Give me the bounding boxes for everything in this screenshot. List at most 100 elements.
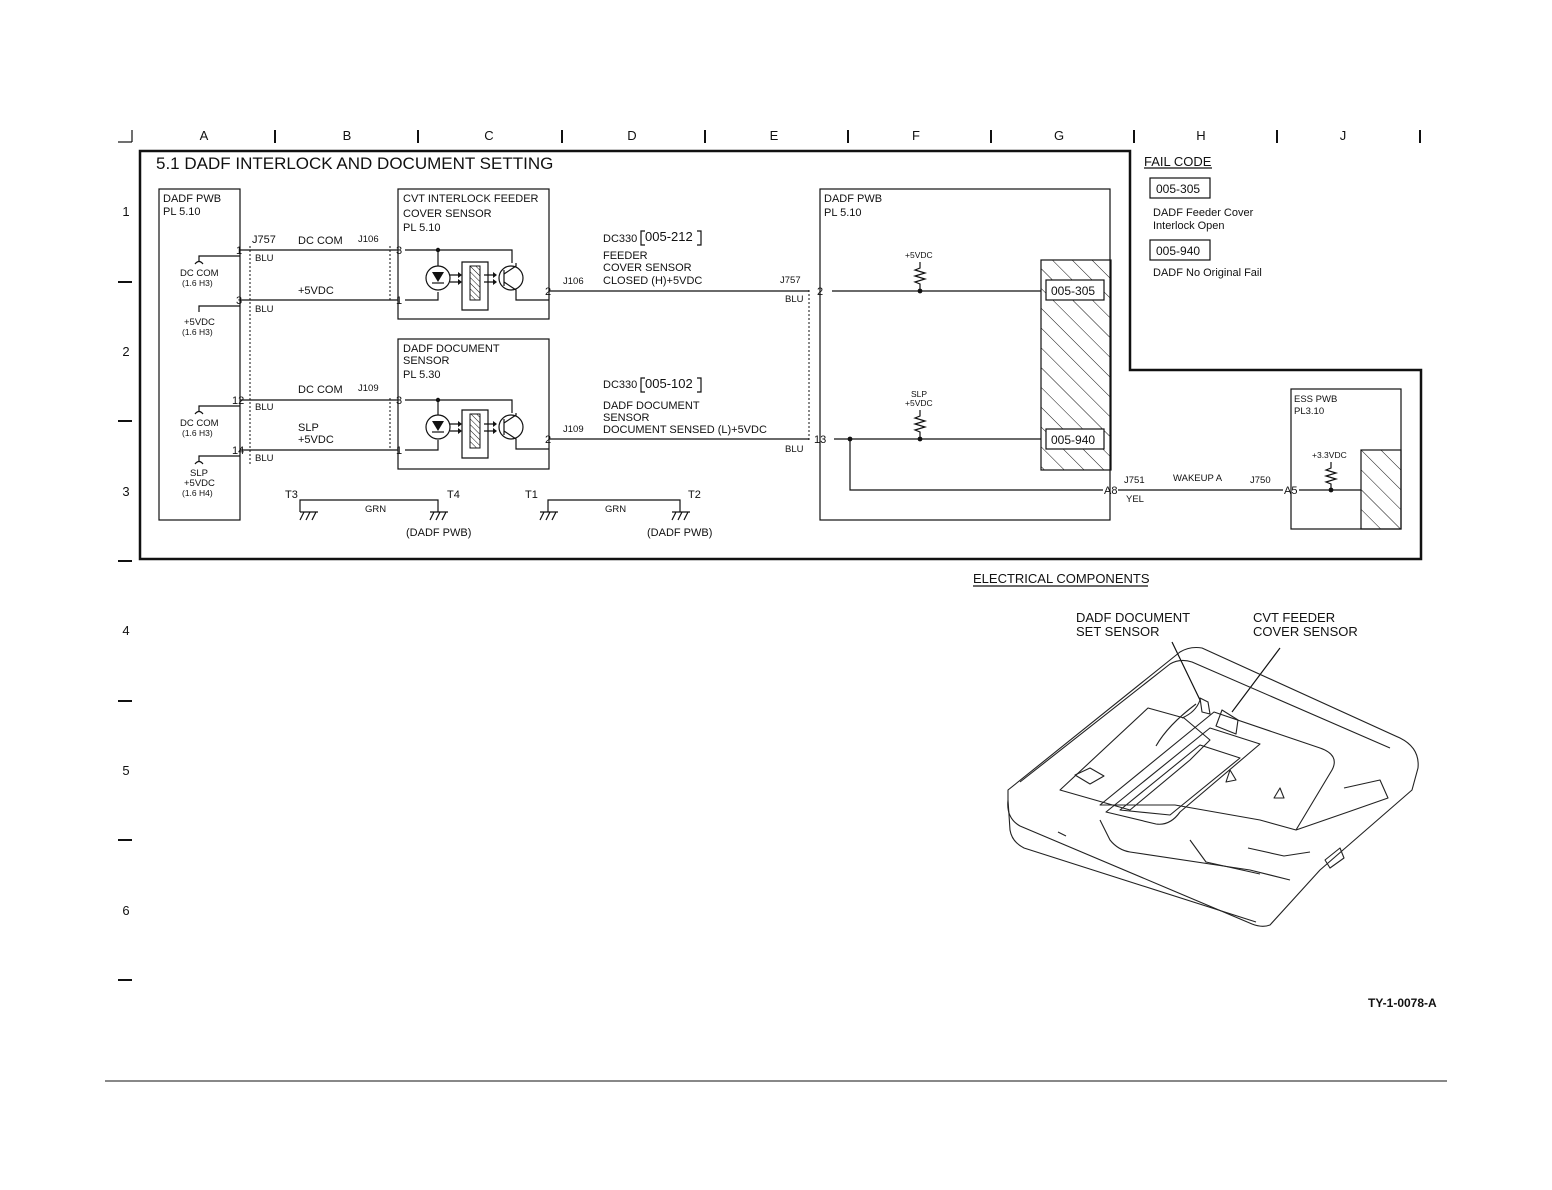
pin-number: 2 — [545, 286, 551, 298]
col-label: D — [627, 128, 636, 143]
col-label: F — [912, 128, 920, 143]
col-label: H — [1196, 128, 1205, 143]
signal-desc: DADF DOCUMENT — [603, 400, 700, 412]
ess-pwb: ESS PWB PL3.10 +3.3VDC — [1290, 388, 1402, 530]
fail-code-heading: FAIL CODE — [1144, 154, 1212, 169]
pin-number: 3 — [236, 295, 242, 307]
electrical-components: ELECTRICAL COMPONENTS DADF DOCUMENT SET … — [973, 571, 1358, 713]
sensor-name: CVT INTERLOCK FEEDER — [403, 193, 539, 205]
wire-color: GRN — [605, 504, 626, 515]
component-label: COVER SENSOR — [1253, 624, 1358, 639]
board-name: ESS PWB — [1294, 394, 1337, 405]
pin-number: 1 — [236, 245, 242, 257]
sensor-name: DADF DOCUMENT — [403, 343, 500, 355]
figure-id: TY-1-0078-A — [1368, 996, 1437, 1010]
connector-label: J106 — [358, 234, 379, 245]
pin-number: 13 — [814, 434, 826, 446]
signal-desc: SENSOR — [603, 412, 650, 424]
signal-desc: FEEDER — [603, 250, 648, 262]
signal-name: +5VDC — [184, 317, 215, 328]
col-label: G — [1054, 128, 1064, 143]
fail-code: 005-940 — [1156, 244, 1200, 258]
row-label: 3 — [122, 484, 129, 499]
component-label: SET SENSOR — [1076, 624, 1160, 639]
fail-code-desc: Interlock Open — [1153, 220, 1225, 232]
dadf-pwb-left: DADF PWB PL 5.10 1 3 12 14 DC COM (1.6 H… — [158, 188, 244, 521]
wakeup-line: J751 WAKEUP A J750 YEL A5 — [1118, 473, 1297, 505]
connector-label: J109 — [358, 383, 379, 394]
pin-number: 14 — [232, 445, 244, 457]
wire-signal: +5VDC — [298, 434, 334, 446]
sensor-name: SENSOR — [403, 355, 450, 367]
chain-code: 005-212 — [645, 229, 693, 244]
dadf-illustration — [1007, 646, 1419, 927]
fail-code-box: 005-940 — [1051, 433, 1095, 447]
wire-color: BLU — [785, 294, 804, 305]
pin-number: 3 — [396, 395, 402, 407]
sensor-name: COVER SENSOR — [403, 208, 492, 220]
signal-ref: (1.6 H3) — [182, 278, 213, 288]
signal-name: +5VDC — [184, 478, 215, 489]
connector-label: J757 — [252, 234, 276, 246]
signal-desc: CLOSED (H)+5VDC — [603, 275, 702, 287]
wire-signal: DC COM — [298, 384, 343, 396]
col-label: A — [200, 128, 209, 143]
wire-signal: SLP — [298, 422, 319, 434]
diagram-title: 5.1 DADF INTERLOCK AND DOCUMENT SETTING — [156, 154, 553, 173]
component-label: CVT FEEDER — [1253, 610, 1335, 625]
pullup-voltage: +5VDC — [905, 398, 933, 408]
board-pl: PL 5.10 — [163, 206, 201, 218]
ground-note: (DADF PWB) — [406, 527, 471, 539]
fail-code-desc: DADF No Original Fail — [1153, 267, 1262, 279]
wire-color: BLU — [785, 444, 804, 455]
signal-name: DC COM — [180, 268, 219, 279]
board-pl: PL 5.10 — [824, 207, 862, 219]
wire-color: BLU — [255, 402, 274, 413]
pin-number: 1 — [396, 445, 402, 457]
row-label: 2 — [122, 344, 129, 359]
terminal-label: T4 — [447, 489, 460, 501]
wire-color: BLU — [255, 304, 274, 315]
col-label: J — [1340, 128, 1347, 143]
row-label: 4 — [122, 623, 129, 638]
col-label: C — [484, 128, 493, 143]
pin-number: A8 — [1104, 485, 1117, 497]
pin-number: 1 — [396, 295, 402, 307]
signal-name: SLP — [190, 468, 208, 479]
row-label: 6 — [122, 903, 129, 918]
col-label: E — [770, 128, 779, 143]
terminal-label: T3 — [285, 489, 298, 501]
wire-color: BLU — [255, 253, 274, 264]
connector-label: J757 — [780, 275, 801, 286]
terminal-label: T2 — [688, 489, 701, 501]
board-name: DADF PWB — [824, 193, 882, 205]
wire-color: BLU — [255, 453, 274, 464]
wire-color: GRN — [365, 504, 386, 515]
sensor-pl: PL 5.30 — [403, 369, 441, 381]
pin-number: 2 — [817, 286, 823, 298]
connector-label: J106 — [563, 276, 584, 287]
board-pl: PL3.10 — [1294, 406, 1324, 417]
ground-straps: T3 T4 GRN (DADF PWB) T1 T2 GRN (DADF PWB… — [285, 489, 712, 539]
signal-lines: J106 J109 DC330 005-212 FEEDER COVER SEN… — [549, 229, 809, 455]
wire-signal: +5VDC — [298, 285, 334, 297]
signal-ref: (1.6 H4) — [182, 488, 213, 498]
pin-number: 12 — [232, 395, 244, 407]
wire-signal: WAKEUP A — [1173, 473, 1223, 484]
signal-ref: (1.6 H3) — [182, 428, 213, 438]
connector-label: J751 — [1124, 475, 1145, 486]
dc-number: DC330 — [603, 379, 637, 391]
dadf-pwb-right: DADF PWB PL 5.10 2 13 A8 +5VDC SLP +5VDC… — [814, 188, 1117, 521]
dadf-document-sensor: DADF DOCUMENT SENSOR PL 5.30 3 1 2 — [396, 338, 551, 470]
wires-left: J757 DC COM J106 BLU +5VDC BLU DC COM J1… — [240, 234, 398, 464]
ground-note: (DADF PWB) — [647, 527, 712, 539]
terminal-label: T1 — [525, 489, 538, 501]
pin-number: 2 — [545, 434, 551, 446]
row-label: 1 — [122, 204, 129, 219]
fail-code-desc: DADF Feeder Cover — [1153, 207, 1254, 219]
wire-color: YEL — [1126, 494, 1144, 505]
components-heading: ELECTRICAL COMPONENTS — [973, 571, 1150, 586]
pullup-voltage: +5VDC — [905, 250, 933, 260]
pin-number: 3 — [396, 245, 402, 257]
